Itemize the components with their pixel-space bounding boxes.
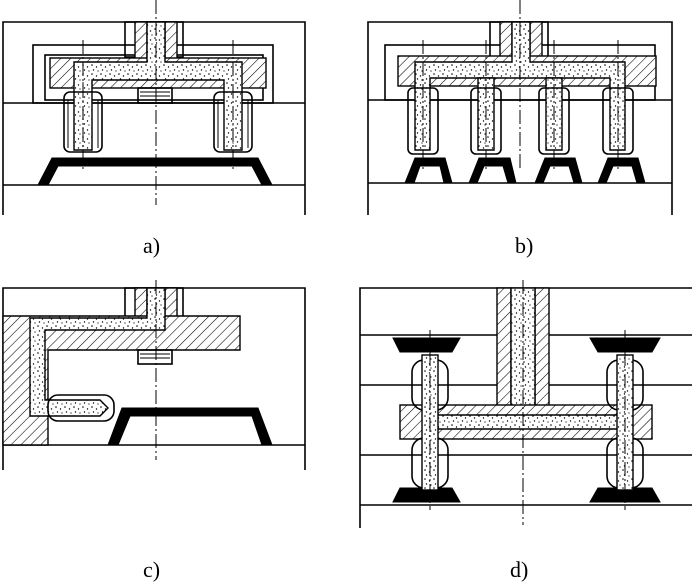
panel-c-diagram: c) bbox=[2, 280, 306, 582]
panel-b-diagram: b) bbox=[367, 0, 673, 258]
panel-b-caption: b) bbox=[515, 233, 533, 258]
panel-d-caption: d) bbox=[510, 557, 528, 582]
panel-c-caption: c) bbox=[143, 557, 160, 582]
panel-d-diagram: d) bbox=[359, 280, 692, 582]
panel-a-caption: a) bbox=[143, 233, 160, 258]
panel-a-diagram: a) bbox=[2, 0, 306, 258]
